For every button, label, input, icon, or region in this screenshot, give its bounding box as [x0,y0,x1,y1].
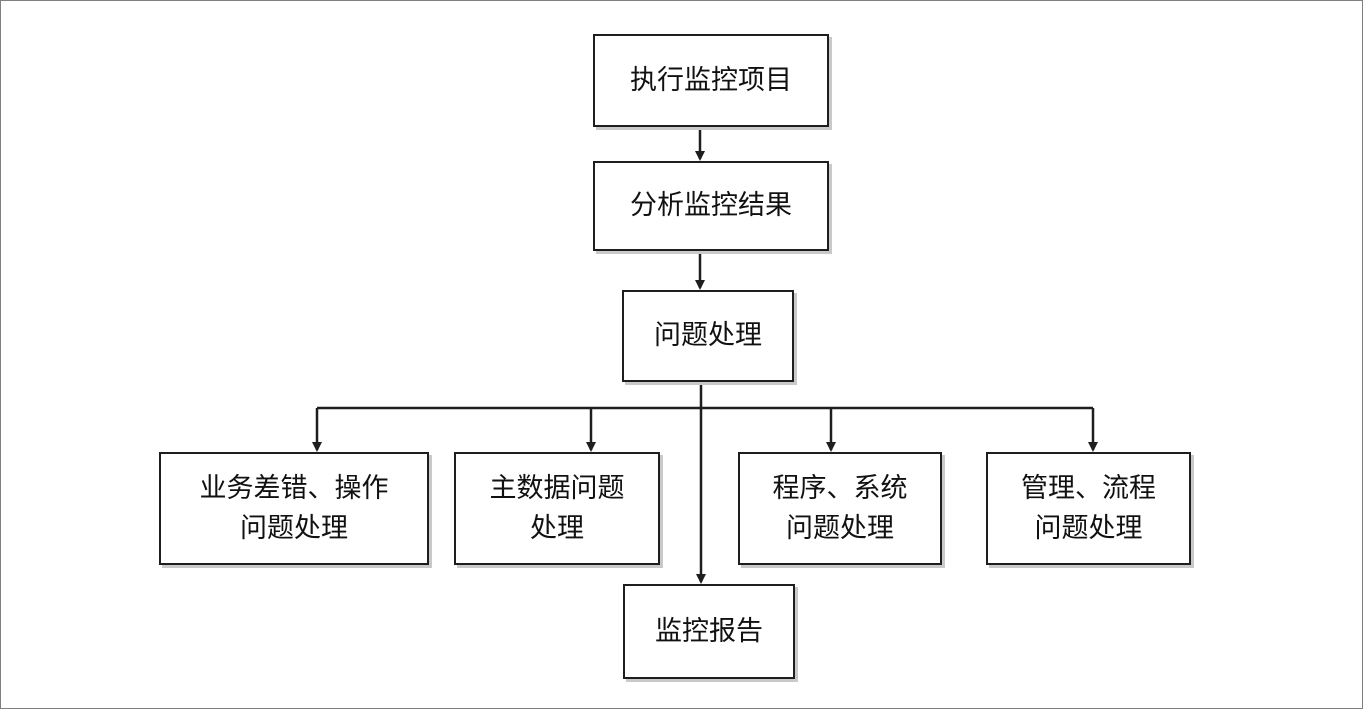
node-master-data-handling: 主数据问题 处理 [454,452,660,565]
node-label: 分析监控结果 [630,190,792,221]
node-label-line2: 处理 [530,512,584,544]
node-execute-monitoring: 执行监控项目 [593,34,829,127]
node-problem-handling: 问题处理 [622,290,794,382]
node-label: 执行监控项目 [630,64,792,96]
node-label: 问题处理 [654,320,762,351]
node-label-line1: 程序、系统 [772,472,908,504]
node-program-system-handling: 程序、系统 问题处理 [738,452,942,565]
node-label-line2: 问题处理 [1034,512,1143,544]
node-management-process-handling: 管理、流程 问题处理 [986,452,1191,565]
node-label-line1: 管理、流程 [1021,472,1156,504]
node-label: 监控报告 [655,615,763,647]
node-monitoring-report: 监控报告 [623,584,795,679]
node-business-error-handling: 业务差错、操作 问题处理 [159,452,429,565]
node-analyze-results: 分析监控结果 [593,161,829,251]
node-label-line2: 问题处理 [786,512,894,544]
node-label-line1: 业务差错、操作 [199,472,389,504]
node-label-line1: 主数据问题 [489,472,625,504]
node-label-line2: 问题处理 [240,512,348,544]
